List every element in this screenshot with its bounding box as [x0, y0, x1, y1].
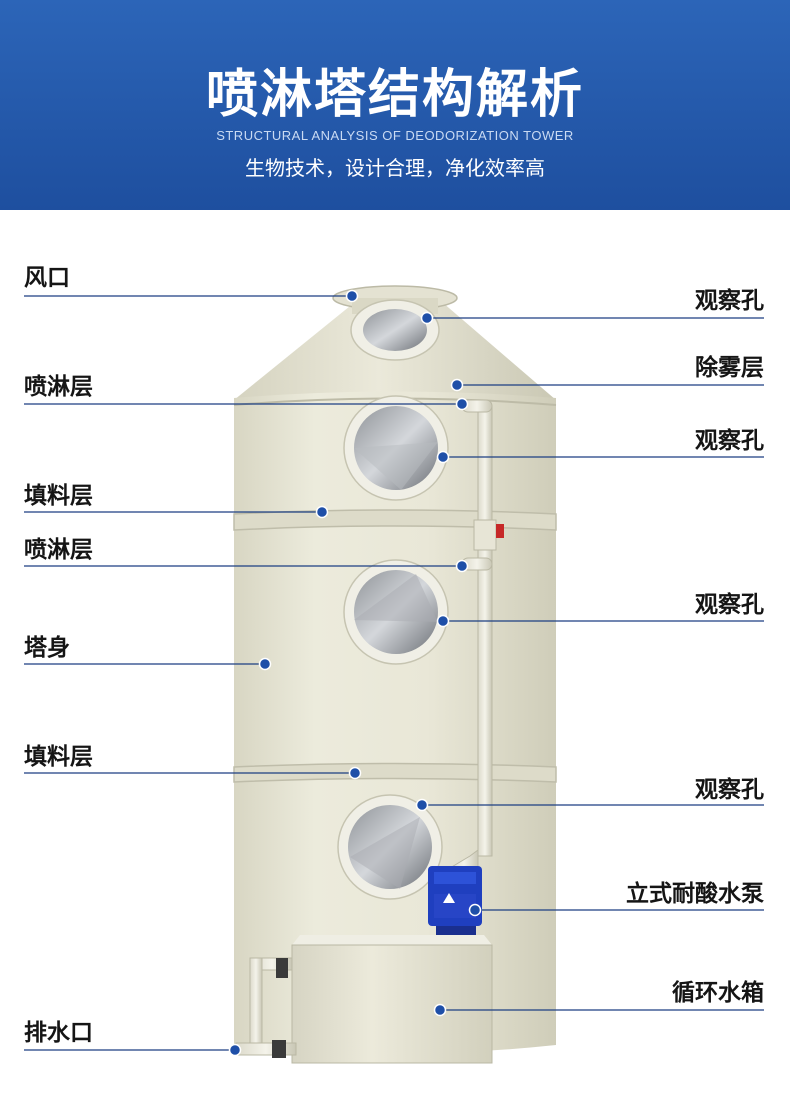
- label-observation-port-1: 观察孔: [695, 288, 764, 314]
- observation-window-2: [343, 559, 449, 665]
- marker-dot-air-port: [345, 289, 359, 303]
- drain-pipework: [235, 957, 297, 1058]
- observation-window-3: [337, 794, 443, 900]
- observation-window-top: [350, 299, 440, 361]
- tower-illustration: [233, 285, 557, 1064]
- label-vertical-acid-pump: 立式耐酸水泵: [626, 881, 764, 907]
- header-banner: 喷淋塔结构解析 STRUCTURAL ANALYSIS OF DEODORIZA…: [0, 0, 790, 210]
- label-packing-layer-1: 填料层: [24, 483, 93, 509]
- page-subtitle: STRUCTURAL ANALYSIS OF DEODORIZATION TOW…: [216, 128, 574, 143]
- marker-dot-drain-port: [228, 1043, 242, 1057]
- label-observation-port-4: 观察孔: [695, 777, 764, 803]
- marker-dot-observation-port-1: [420, 311, 434, 325]
- marker-dot-packing-layer-2: [348, 766, 362, 780]
- label-demister-layer: 除雾层: [695, 355, 764, 381]
- marker-dot-observation-port-2: [436, 450, 450, 464]
- marker-dot-observation-port-3: [436, 614, 450, 628]
- page-title: 喷淋塔结构解析: [205, 65, 584, 125]
- marker-dot-circulating-tank: [433, 1003, 447, 1017]
- marker-dot-packing-layer-1: [315, 505, 329, 519]
- label-spray-layer-1: 喷淋层: [24, 374, 93, 400]
- label-drain-port: 排水口: [24, 1020, 93, 1046]
- pump-illustration: [428, 866, 482, 944]
- label-air-port: 风口: [24, 265, 70, 291]
- marker-dot-vertical-acid-pump: [468, 903, 482, 917]
- marker-dot-spray-layer-2: [455, 559, 469, 573]
- marker-dot-tower-body: [258, 657, 272, 671]
- circulation-pipe: [449, 399, 504, 881]
- label-tower-body: 塔身: [24, 635, 70, 661]
- marker-dot-demister-layer: [450, 378, 464, 392]
- label-packing-layer-2: 填料层: [24, 744, 93, 770]
- leader-lines: [24, 289, 764, 1057]
- observation-window-1: [343, 395, 449, 501]
- circulation-tank: [291, 935, 493, 1064]
- page-tagline: 生物技术，设计合理，净化效率高: [245, 156, 545, 180]
- label-circulating-tank: 循环水箱: [672, 980, 764, 1006]
- label-observation-port-3: 观察孔: [695, 592, 764, 618]
- label-spray-layer-2: 喷淋层: [24, 537, 93, 563]
- tower-seam: [233, 762, 557, 783]
- marker-dot-spray-layer-1: [455, 397, 469, 411]
- label-observation-port-2: 观察孔: [695, 428, 764, 454]
- marker-dot-observation-port-4: [415, 798, 429, 812]
